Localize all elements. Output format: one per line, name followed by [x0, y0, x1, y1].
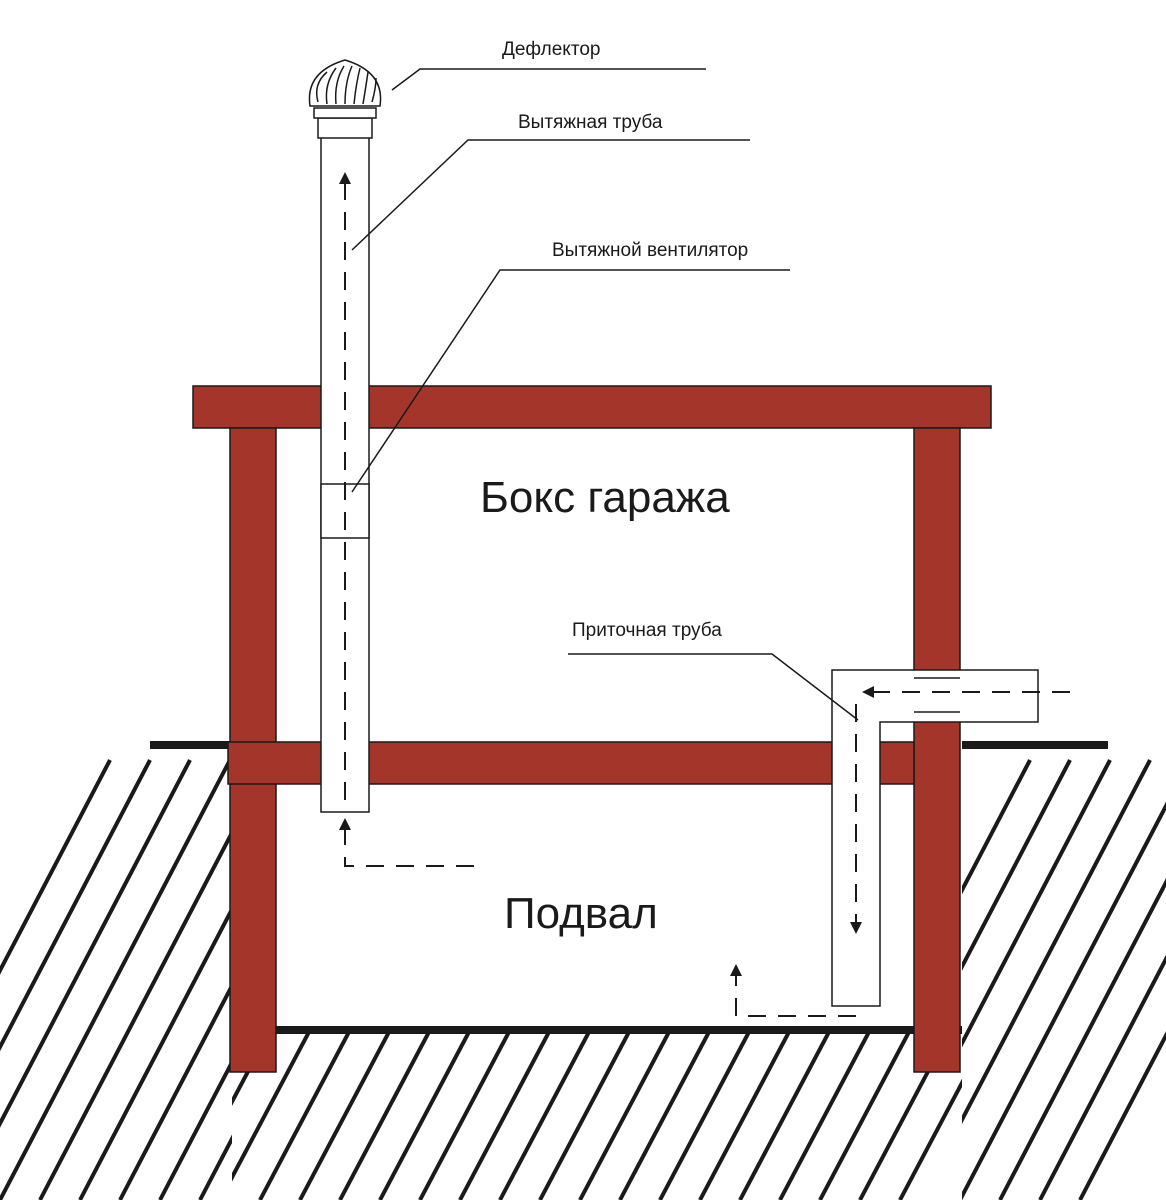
exhaust-fan-leader	[351, 269, 790, 493]
leader-lines	[351, 68, 859, 721]
ground-hatching-right	[962, 759, 1166, 1200]
exhaust-pipe-leader	[351, 139, 750, 251]
basement-intake-arrow	[339, 818, 474, 867]
exhaust-pipe	[320, 135, 370, 813]
supply-pipe	[831, 669, 1039, 1007]
exhaust-pipe-label: Вытяжная труба	[518, 112, 663, 133]
deflector-turbine-icon	[308, 59, 382, 139]
supply-pipe-leader	[568, 653, 859, 721]
airflow-arrows	[339, 172, 1070, 1017]
supply-pipe-label: Приточная труба	[572, 620, 722, 641]
basement-label: Подвал	[504, 889, 658, 938]
deflector-label: Дефлектор	[502, 39, 600, 60]
basement-return-arrow	[730, 964, 856, 1017]
exhaust-fan-label: Вытяжной вентилятор	[552, 240, 748, 261]
roof-slab	[192, 385, 992, 429]
deflector-leader	[391, 68, 706, 91]
ground-hatching-bottom	[232, 1034, 962, 1200]
right-column-lower	[913, 711, 961, 1073]
garage-box-label: Бокс гаража	[480, 473, 730, 522]
right-column-upper	[913, 427, 961, 679]
